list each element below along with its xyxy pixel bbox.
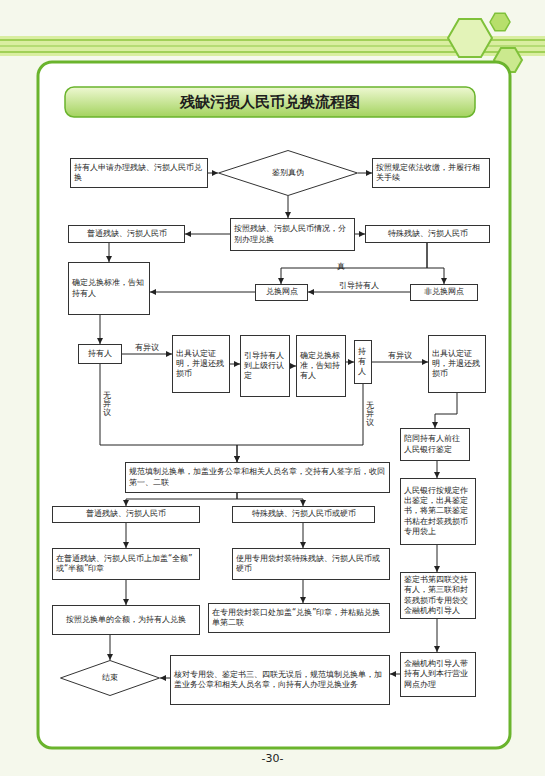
flow-arrow — [303, 523, 304, 548]
flow-arrow — [372, 362, 428, 363]
decision-diamond: 结束 — [60, 660, 160, 696]
node-text: 使用专用袋封装特殊残缺、污损人民币或硬币 — [236, 554, 386, 574]
flow-arrow — [160, 678, 170, 679]
process-box: 陪同持有人前往人民银行鉴定 — [400, 428, 470, 461]
flow-arrow — [208, 173, 218, 174]
flow-arrow — [185, 234, 230, 235]
hexagon-ornament — [490, 13, 510, 30]
edge-label: 有异议 — [388, 351, 412, 361]
process-box: 按照兑换单的金额，为持有人兑换 — [52, 605, 200, 635]
flow-arrow — [126, 580, 127, 605]
process-box: 持有人申请办理残缺、污损人民币兑换 — [70, 158, 208, 188]
process-box: 鉴定书第四联交持有人，第三联和封装残损币专用袋交金融机构引导人 — [400, 572, 476, 619]
node-text: 引导持有人到上级行认定 — [244, 351, 286, 382]
process-box: 核对专用袋、鉴定书三、四联无误后，规范填制兑换单，加盖业务公章和相关人员名章，向… — [170, 655, 390, 705]
decision-diamond: 鉴别真伪 — [218, 150, 358, 196]
node-text: 特殊残缺、污损人民币 — [388, 229, 468, 239]
process-box: 兑换网点 — [255, 284, 308, 301]
node-text: 人民银行按规定作出鉴定，出具鉴定书，将第二联鉴定书粘在封装残损币专用袋上 — [404, 486, 472, 537]
flow-arrow — [288, 196, 289, 218]
flow-arrow — [230, 364, 240, 365]
flow-arrow — [346, 362, 354, 363]
node-text: 按照兑换单的金额，为持有人兑换 — [66, 615, 186, 625]
node-text: 持有人 — [358, 347, 368, 378]
node-text: 确定兑换标准，告知持有人 — [72, 278, 146, 298]
process-box: 出具认定证明，并退还残损币 — [428, 335, 486, 393]
process-box: 人民银行按规定作出鉴定，出具鉴定书，将第二联鉴定书粘在封装残损币专用袋上 — [400, 478, 476, 545]
node-text: 特殊残缺、污损人民币或硬币 — [252, 509, 356, 519]
flow-arrow — [437, 545, 438, 572]
edge-label: 无异议 — [366, 402, 375, 428]
flow-arrow — [109, 243, 110, 262]
flow-arrow — [126, 493, 237, 506]
node-text: 出具认定证明，并退还残损币 — [176, 349, 226, 380]
page-frame — [38, 62, 510, 748]
node-text: 鉴别真伪 — [272, 168, 304, 178]
flow-arrow — [126, 523, 127, 548]
node-text: 金融机构引导人带持有人到本行营业网点办理 — [404, 659, 472, 690]
process-box: 在专用袋封装口处加盖“兑换”印章，并粘贴兑换单第二联 — [208, 603, 390, 633]
node-text: 持有人 — [88, 349, 112, 359]
process-box: 普通残缺、污损人民币 — [68, 225, 185, 243]
node-text: 出具认定证明，并退还残损币 — [432, 349, 482, 380]
process-box: 确定兑换标准，告知持有人 — [68, 262, 150, 315]
process-box: 金融机构引导人带持有人到本行营业网点办理 — [400, 652, 476, 697]
flow-arrow — [122, 354, 172, 355]
hexagon-ornament — [448, 19, 492, 57]
edge-label: 无异议 — [103, 392, 112, 418]
node-text: 兑换网点 — [266, 287, 298, 297]
node-text: 核对专用袋、鉴定书三、四联无误后，规范填制兑换单，加盖业务公章和相关人员名章，向… — [174, 670, 386, 690]
process-box: 按照规定依法收缴，并履行相关手续 — [372, 158, 490, 188]
node-text: 按照规定依法收缴，并履行相关手续 — [376, 163, 486, 183]
node-text: 陪同持有人前往人民银行鉴定 — [404, 434, 466, 454]
node-text: 鉴定书第四联交持有人，第三联和封装残损币专用袋交金融机构引导人 — [404, 575, 472, 616]
page-number: -30- — [0, 752, 545, 765]
diagram-title: 残缺污损人民币兑换流程图 — [65, 87, 475, 117]
edge-label: 引导持有人 — [339, 281, 379, 291]
flow-arrow — [437, 461, 438, 478]
node-text: 持有人申请办理残缺、污损人民币兑换 — [74, 163, 204, 183]
node-text: 普通残缺、污损人民币 — [87, 229, 167, 239]
node-text: 结束 — [102, 673, 118, 683]
flow-arrow — [427, 243, 444, 284]
diamond-shape — [61, 661, 160, 696]
free-label: 真 — [337, 262, 345, 272]
process-box: 持有人 — [78, 344, 122, 364]
flow-arrow — [390, 674, 400, 675]
node-text: 规范填制兑换单，加盖业务公章和相关人员名章，交持有人签字后，收回第一、二联 — [129, 467, 386, 487]
flow-arrow — [355, 234, 365, 235]
process-box: 特殊残缺、污损人民币或硬币 — [232, 506, 375, 523]
flow-arrow — [237, 493, 303, 506]
node-text: 普通残缺、污损人民币 — [86, 509, 166, 519]
process-box: 特殊残缺、污损人民币 — [365, 225, 490, 243]
process-box: 非兑换网点 — [410, 284, 478, 301]
node-text: 在普通残缺、污损人民币上加盖“全额”或“半额”印章 — [56, 554, 196, 574]
node-text: 确定兑换标准，告知持有人 — [300, 351, 342, 382]
process-box: 持有人 — [354, 340, 372, 384]
process-box: 普通残缺、污损人民币 — [52, 506, 200, 523]
process-box: 规范填制兑换单，加盖业务公章和相关人员名章，交持有人签字后，收回第一、二联 — [125, 462, 390, 493]
flow-arrow — [150, 292, 255, 293]
process-box: 引导持有人到上级行认定 — [240, 335, 290, 397]
process-box: 确定兑换标准，告知持有人 — [296, 335, 346, 397]
flow-arrow — [100, 315, 101, 344]
diamond-shape — [219, 151, 358, 196]
node-text: 按照残缺、污损人民币情况，分别办理兑换 — [234, 224, 351, 244]
process-box: 使用专用袋封装特殊残缺、污损人民币或硬币 — [232, 548, 390, 580]
node-text: 在专用袋封装口处加盖“兑换”印章，并粘贴兑换单第二联 — [212, 608, 386, 628]
flow-arrow — [437, 619, 438, 652]
flow-arrow — [308, 292, 410, 293]
node-text: 非兑换网点 — [424, 287, 464, 297]
flow-arrow — [358, 173, 372, 174]
process-box: 按照残缺、污损人民币情况，分别办理兑换 — [230, 218, 355, 251]
flow-arrow — [435, 393, 457, 428]
process-box: 出具认定证明，并退还残损币 — [172, 335, 230, 393]
flow-arrow — [303, 580, 304, 603]
process-box: 在普通残缺、污损人民币上加盖“全额”或“半额”印章 — [52, 548, 200, 580]
edge-label: 有异议 — [135, 343, 159, 353]
flow-arrow — [110, 635, 111, 660]
title-band — [65, 87, 475, 117]
